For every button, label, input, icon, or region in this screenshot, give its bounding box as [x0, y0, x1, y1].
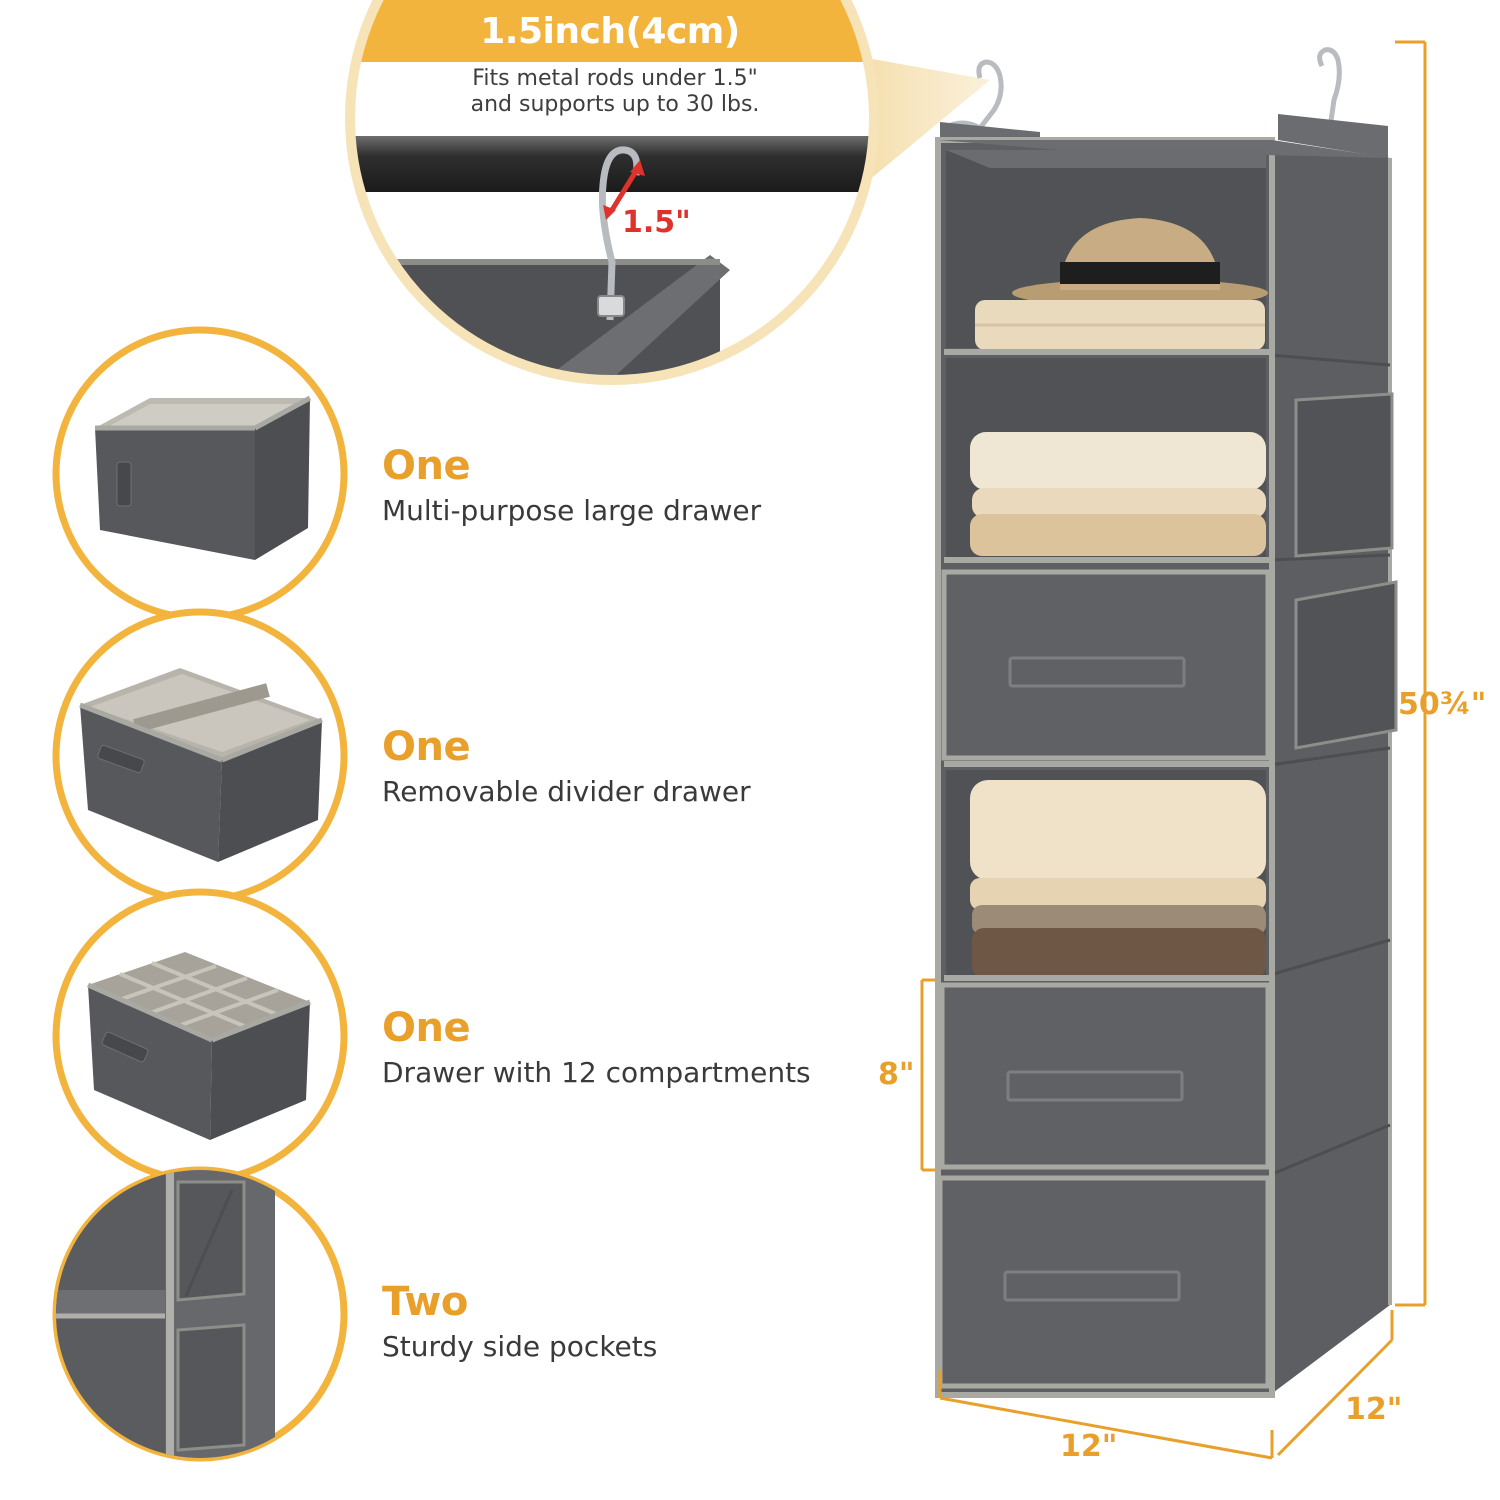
feature-count: One — [382, 443, 471, 489]
folded-shirts-3 — [970, 780, 1266, 880]
width-dimension-line — [939, 1396, 1273, 1460]
drawer-3-handle — [1003, 1270, 1181, 1302]
feature-description: Multi-purpose large drawer — [382, 494, 762, 527]
divider-drawer-front — [80, 705, 222, 862]
feature-divider-drawer: One Removable divider drawer — [382, 727, 751, 808]
hook-dimension-label: 1.5" — [622, 205, 691, 240]
feature-count: Two — [382, 1279, 468, 1325]
drawer-2-handle — [1006, 1070, 1184, 1102]
divider-drawer-circle — [52, 608, 348, 904]
depth-dimension-label: 12" — [1345, 1392, 1403, 1427]
depth-dimension-line — [1276, 1338, 1394, 1457]
organizer-side-panel — [1270, 140, 1390, 1395]
hat-band — [1060, 262, 1220, 284]
feature-count: One — [382, 724, 471, 770]
callout-line-2: and supports up to 30 lbs. — [470, 92, 760, 117]
callout-title-band — [350, 0, 874, 62]
feature-description: Removable divider drawer — [382, 775, 751, 808]
feature-count: One — [382, 1005, 471, 1051]
large-drawer-circle — [52, 326, 348, 622]
hook-measure-arrow — [609, 166, 641, 212]
hook-zoom-callout — [345, 0, 990, 385]
width-dimension-label: 12" — [1060, 1429, 1118, 1464]
feature-large-drawer: One Multi-purpose large drawer — [382, 446, 761, 527]
drawer-1-handle — [1008, 656, 1186, 688]
callout-subtitle: Fits metal rods under 1.5" and supports … — [380, 66, 850, 118]
side-pockets-circle — [52, 1166, 348, 1462]
compartment-drawer-front — [88, 985, 212, 1140]
organizer-side-pocket-upper — [1294, 392, 1394, 558]
feature-side-pockets: Two Sturdy side pockets — [382, 1282, 657, 1363]
hanging-organizer — [935, 47, 1398, 1398]
feature-description: Drawer with 12 compartments — [382, 1056, 811, 1089]
callout-pointer-beam — [845, 55, 990, 200]
organizer-side-pocket-lower — [1294, 580, 1398, 750]
callout-title: 1.5inch(4cm) — [480, 11, 740, 52]
drawer-1 — [941, 569, 1271, 761]
compartment-drawer-circle — [52, 888, 348, 1184]
drawer-height-dimension-label: 8" — [878, 1057, 915, 1092]
dimension-lines — [920, 40, 1427, 1460]
folded-shirts-2a — [970, 432, 1266, 490]
height-dimension-label: 50¾" — [1398, 687, 1487, 722]
drawer-3 — [937, 1175, 1271, 1389]
side-pocket-lower — [176, 1323, 246, 1452]
large-drawer-front — [95, 428, 255, 560]
metal-hook — [598, 146, 641, 321]
feature-description: Sturdy side pockets — [382, 1330, 658, 1363]
feature-compartment-drawer: One Drawer with 12 compartments — [382, 1008, 811, 1089]
left-hook — [943, 59, 1004, 132]
callout-line-1: Fits metal rods under 1.5" — [472, 66, 758, 91]
drawer-2 — [939, 982, 1271, 1170]
